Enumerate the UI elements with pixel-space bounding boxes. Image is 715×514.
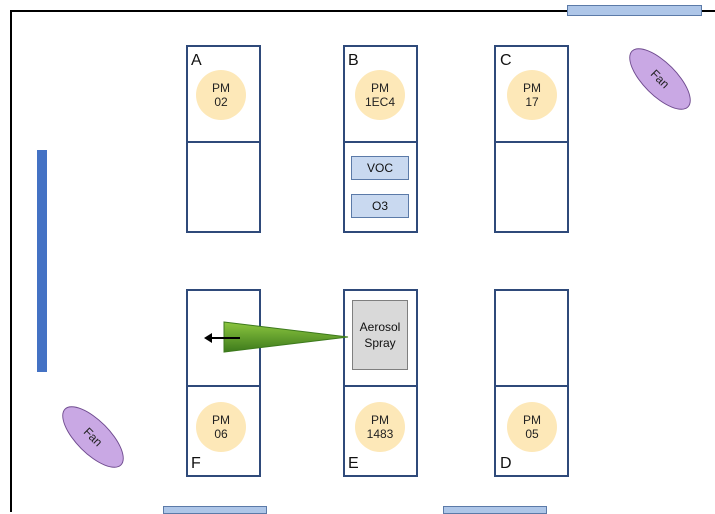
desk-a-label: A xyxy=(191,52,202,69)
desk-d-label: D xyxy=(500,455,512,472)
o3-sensor: O3 xyxy=(351,194,409,218)
desk-divider xyxy=(345,141,416,143)
pm-sensor-c-id: 17 xyxy=(525,95,539,109)
voc-sensor: VOC xyxy=(351,156,409,180)
pm-sensor-c-type: PM xyxy=(523,81,541,95)
desk-c-label: C xyxy=(500,52,512,69)
pm-sensor-b-id: 1EC4 xyxy=(364,95,396,109)
pm-sensor-b: PM 1EC4 xyxy=(355,70,405,120)
desk-e-label: E xyxy=(348,455,359,472)
room-wall xyxy=(10,10,715,512)
pm-sensor-e-type: PM xyxy=(371,413,389,427)
pm-sensor-d: PM 05 xyxy=(507,402,557,452)
airflow-arrow-head xyxy=(204,333,212,343)
left-wall-panel xyxy=(37,150,47,372)
fan-bottom-left-label: Fan xyxy=(80,424,106,450)
pm-sensor-d-type: PM xyxy=(523,413,541,427)
pm-sensor-f-id: 06 xyxy=(214,427,228,441)
pm-sensor-d-id: 05 xyxy=(525,427,539,441)
aerosol-spray-line1: Aerosol xyxy=(359,320,401,334)
desk-divider xyxy=(345,385,416,387)
pm-sensor-b-type: PM xyxy=(371,81,389,95)
desk-divider xyxy=(188,385,259,387)
window-top-right xyxy=(567,5,702,16)
desk-f-label: F xyxy=(191,455,201,472)
pm-sensor-a-type: PM xyxy=(212,81,230,95)
desk-divider xyxy=(496,385,567,387)
desk-divider xyxy=(496,141,567,143)
pm-sensor-e: PM 1483 xyxy=(355,402,405,452)
aerosol-spray-line2: Spray xyxy=(364,336,396,350)
pm-sensor-a: PM 02 xyxy=(196,70,246,120)
desk-divider xyxy=(188,141,259,143)
pm-sensor-a-id: 02 xyxy=(214,95,228,109)
pm-sensor-e-id: 1483 xyxy=(366,427,394,441)
aerosol-plume xyxy=(223,321,349,353)
pm-sensor-c: PM 17 xyxy=(507,70,557,120)
pm-sensor-f-type: PM xyxy=(212,413,230,427)
pm-sensor-f: PM 06 xyxy=(196,402,246,452)
desk-b-label: B xyxy=(348,52,359,69)
fan-top-right-label: Fan xyxy=(647,66,673,92)
aerosol-spray: Aerosol Spray xyxy=(352,300,408,370)
